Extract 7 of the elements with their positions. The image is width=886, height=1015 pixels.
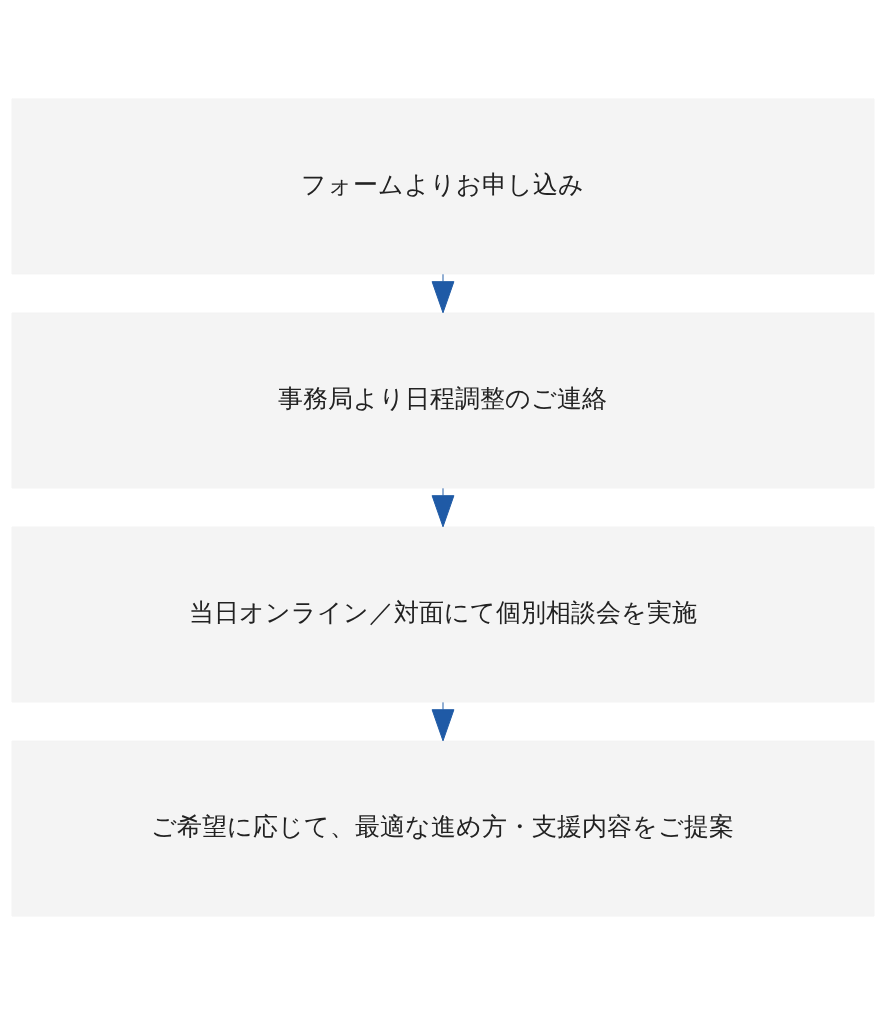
arrow [431, 273, 455, 314]
arrow [431, 701, 455, 742]
node-box: 事務局より日程調整のご連絡 [11, 312, 875, 489]
node-box: ご希望に応じて、最適な進め方・支援内容をご提案 [11, 740, 875, 917]
node-box: フォームよりお申し込み [11, 98, 875, 275]
node-box: 当日オンライン／対面にて個別相談会を実施 [11, 526, 875, 703]
arrow [431, 487, 455, 528]
